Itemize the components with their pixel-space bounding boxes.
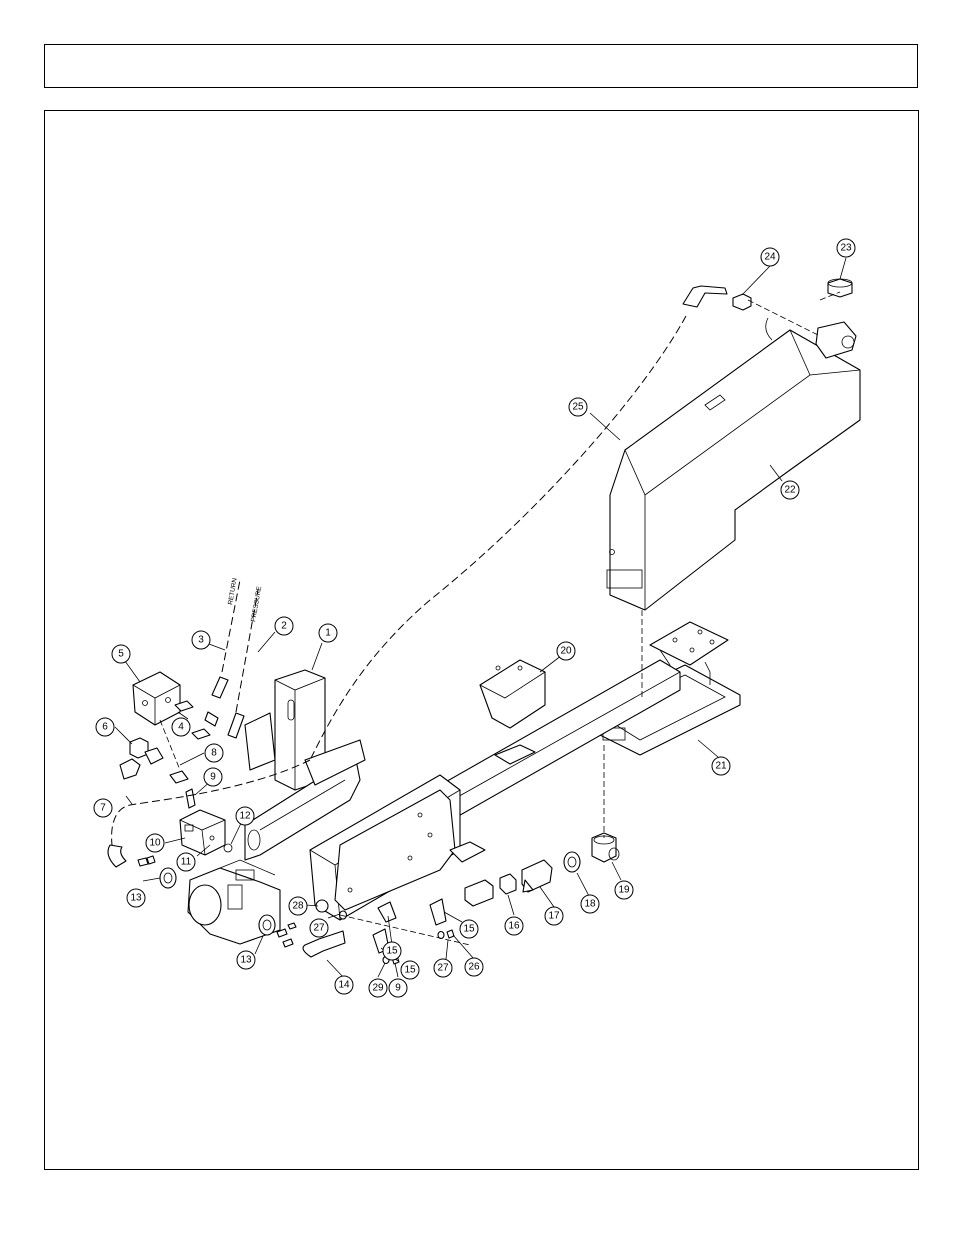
callout-13-left: 13 [127, 889, 145, 907]
callout-15-c: 15 [460, 920, 478, 938]
hose-end-3 [212, 677, 228, 698]
coupler-13 [160, 868, 176, 888]
svg-text:12: 12 [239, 811, 251, 822]
callout-8: 8 [205, 744, 223, 762]
return-label: RETURN [227, 577, 239, 605]
svg-text:10: 10 [149, 838, 161, 849]
svg-text:5: 5 [118, 649, 124, 660]
svg-text:2: 2 [281, 621, 287, 632]
svg-text:21: 21 [715, 761, 727, 772]
svg-text:23: 23 [840, 243, 852, 254]
svg-text:9: 9 [210, 772, 216, 783]
callout-11: 11 [177, 853, 195, 871]
suction-hose-17 [522, 860, 552, 892]
svg-text:27: 27 [437, 963, 449, 974]
callout-15-b: 15 [401, 961, 419, 979]
svg-text:13: 13 [240, 955, 252, 966]
callout-23: 23 [837, 239, 855, 257]
svg-text:13: 13 [130, 893, 142, 904]
callout-18: 18 [581, 895, 599, 913]
hydraulic-tank [607, 318, 860, 610]
fitting-24 [733, 294, 751, 310]
svg-text:29: 29 [372, 983, 384, 994]
callout-25: 25 [569, 398, 587, 416]
svg-text:15: 15 [386, 946, 398, 957]
hose-end-2 [228, 713, 244, 738]
callout-27-right: 27 [434, 959, 452, 977]
callout-13-lower: 13 [237, 951, 255, 969]
callout-9-bottom: 9 [389, 979, 407, 997]
fitting-18 [564, 852, 580, 872]
svg-text:25: 25 [572, 402, 584, 413]
svg-text:3: 3 [198, 635, 204, 646]
callout-24: 24 [761, 248, 779, 266]
svg-text:15: 15 [463, 924, 475, 935]
svg-text:4: 4 [178, 722, 184, 733]
callout-28: 28 [289, 897, 307, 915]
svg-text:18: 18 [584, 899, 596, 910]
clamps-15 [373, 899, 446, 953]
callout-2: 2 [275, 617, 293, 635]
callout-21: 21 [712, 757, 730, 775]
callout-9-top: 9 [204, 768, 222, 786]
callout-5: 5 [112, 645, 130, 663]
callout-15-a: 15 [383, 942, 401, 960]
svg-text:26: 26 [468, 962, 480, 973]
coupler-13b [259, 915, 275, 935]
valve-block-5 [133, 672, 180, 725]
svg-text:19: 19 [618, 885, 630, 896]
callout-27-left: 27 [310, 919, 328, 937]
callout-22: 22 [781, 481, 799, 499]
pressure-label: PRESSURE [250, 585, 263, 622]
svg-text:17: 17 [548, 911, 560, 922]
callout-4: 4 [172, 718, 190, 736]
svg-text:15: 15 [404, 965, 416, 976]
callout-1: 1 [319, 624, 337, 642]
svg-text:28: 28 [292, 901, 304, 912]
callout-29: 29 [369, 979, 387, 997]
callout-17: 17 [545, 907, 563, 925]
fitting-6 [130, 738, 148, 758]
switch-bracket [180, 789, 232, 855]
callout-10: 10 [146, 834, 164, 852]
callout-7: 7 [94, 799, 112, 817]
washer-27b [438, 930, 454, 939]
svg-text:22: 22 [784, 485, 796, 496]
svg-text:14: 14 [338, 980, 350, 991]
callout-14: 14 [335, 976, 353, 994]
svg-text:24: 24 [764, 252, 776, 263]
svg-text:9: 9 [395, 983, 401, 994]
callout-6: 6 [96, 718, 114, 736]
svg-text:7: 7 [100, 803, 106, 814]
fitting-16 [465, 874, 516, 906]
svg-text:20: 20 [560, 646, 572, 657]
svg-text:27: 27 [313, 923, 325, 934]
tank-filler-fitting [816, 322, 856, 358]
callout-20: 20 [557, 642, 575, 660]
svg-text:1: 1 [325, 628, 331, 639]
svg-text:16: 16 [508, 921, 520, 932]
svg-text:11: 11 [181, 857, 192, 868]
callout-26: 26 [465, 958, 483, 976]
callout-12: 12 [236, 807, 254, 825]
callout-3: 3 [192, 631, 210, 649]
svg-text:8: 8 [211, 748, 217, 759]
callout-19: 19 [615, 881, 633, 899]
svg-text:6: 6 [102, 722, 108, 733]
callout-16: 16 [505, 917, 523, 935]
hose-25-end [683, 286, 727, 307]
breather-cap [828, 279, 852, 297]
ball-valve-19 [592, 833, 619, 862]
